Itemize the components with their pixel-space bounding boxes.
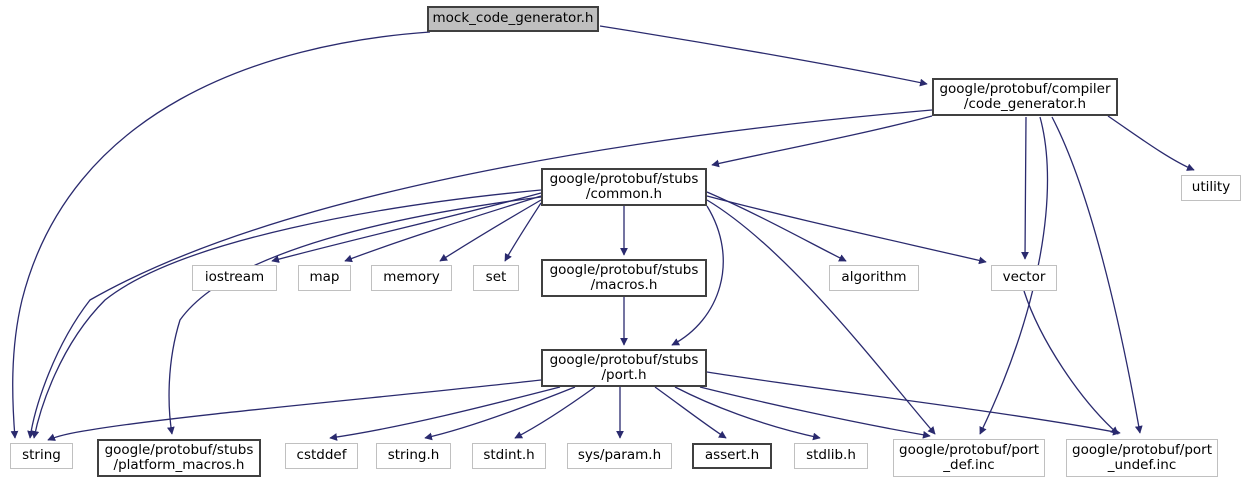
edge-port-to-port_def <box>699 386 931 439</box>
node-vector[interactable]: vector <box>991 265 1057 291</box>
node-port_def[interactable]: google/protobuf/port _def.inc <box>893 439 1045 477</box>
node-stdint_h[interactable]: stdint.h <box>472 443 546 469</box>
node-cstddef[interactable]: cstddef <box>285 443 358 469</box>
edge-common-to-port <box>671 205 724 346</box>
edge-mock_code_generator-to-code_generator <box>599 25 928 87</box>
node-label: google/protobuf/port _def.inc <box>899 441 1039 473</box>
node-label: cstddef <box>296 447 347 464</box>
edge-port-to-string_h <box>424 386 576 441</box>
edge-common-to-vector <box>706 195 987 265</box>
node-label: utility <box>1191 179 1231 196</box>
node-label: mock_code_generator.h <box>432 10 594 27</box>
node-stdlib_h[interactable]: stdlib.h <box>794 443 868 469</box>
edge-mock_code_generator-to-string <box>10 31 431 439</box>
edge-common-to-port_def <box>706 199 936 435</box>
node-label: sys/param.h <box>577 447 662 464</box>
node-sys_param_h[interactable]: sys/param.h <box>567 443 672 469</box>
node-common[interactable]: google/protobuf/stubs /common.h <box>541 168 707 206</box>
node-label: google/protobuf/stubs /macros.h <box>549 261 699 293</box>
edge-port-to-stdlib_h <box>674 386 821 441</box>
edge-common-to-iostream <box>271 192 542 263</box>
node-label: google/protobuf/port _undef.inc <box>1072 441 1212 473</box>
node-label: google/protobuf/stubs /common.h <box>549 170 699 202</box>
node-port[interactable]: google/protobuf/stubs /port.h <box>541 349 707 387</box>
node-label: stdint.h <box>483 447 535 464</box>
edge-common-to-memory <box>439 199 542 262</box>
edge-code_generator-to-port_undef <box>1051 116 1143 434</box>
edge-code_generator-to-vector <box>1021 116 1029 260</box>
edge-port-to-port_undef <box>706 371 1121 436</box>
node-iostream[interactable]: iostream <box>192 265 277 291</box>
node-label: vector <box>1002 269 1046 286</box>
node-string[interactable]: string <box>10 443 73 469</box>
node-assert_h[interactable]: assert.h <box>692 443 772 469</box>
node-port_undef[interactable]: google/protobuf/port _undef.inc <box>1066 439 1218 477</box>
edge-common-to-map <box>344 195 542 263</box>
edge-vector-to-port_undef <box>1023 290 1119 435</box>
edge-port-to-assert_h <box>654 386 727 439</box>
node-utility[interactable]: utility <box>1181 175 1241 201</box>
node-label: assert.h <box>704 447 760 464</box>
node-label: google/protobuf/stubs /platform_macros.h <box>104 441 254 473</box>
node-map[interactable]: map <box>298 265 351 291</box>
node-macros[interactable]: google/protobuf/stubs /macros.h <box>541 259 707 297</box>
edge-code_generator-to-port_def <box>979 116 1049 435</box>
node-label: google/protobuf/stubs /port.h <box>549 351 699 383</box>
edge-group <box>10 25 1195 441</box>
node-label: set <box>485 269 507 286</box>
node-label: algorithm <box>841 269 907 286</box>
edge-common-to-set <box>504 202 542 262</box>
edge-code_generator-to-utility <box>1107 115 1195 171</box>
edge-port-to-cstddef <box>329 386 561 441</box>
node-string_h[interactable]: string.h <box>376 443 451 469</box>
node-label: iostream <box>204 269 265 286</box>
node-label: string <box>22 447 61 464</box>
node-memory[interactable]: memory <box>371 265 452 291</box>
edge-common-to-algorithm <box>706 191 847 262</box>
node-label: google/protobuf/compiler /code_generator… <box>939 80 1111 112</box>
edge-code_generator-to-string <box>27 109 933 439</box>
edge-common-to-string <box>31 189 542 439</box>
node-platform_macros[interactable]: google/protobuf/stubs /platform_macros.h <box>97 439 261 477</box>
edge-port-to-string <box>47 379 542 441</box>
edge-code_generator-to-common <box>711 115 933 168</box>
node-label: string.h <box>387 447 440 464</box>
edge-port-to-stdint_h <box>514 386 596 439</box>
node-set[interactable]: set <box>473 265 519 291</box>
node-label: map <box>309 269 340 286</box>
node-algorithm[interactable]: algorithm <box>829 265 919 291</box>
node-code_generator[interactable]: google/protobuf/compiler /code_generator… <box>932 78 1118 116</box>
node-label: memory <box>383 269 440 286</box>
node-mock_code_generator[interactable]: mock_code_generator.h <box>427 6 599 32</box>
node-label: stdlib.h <box>806 447 856 464</box>
